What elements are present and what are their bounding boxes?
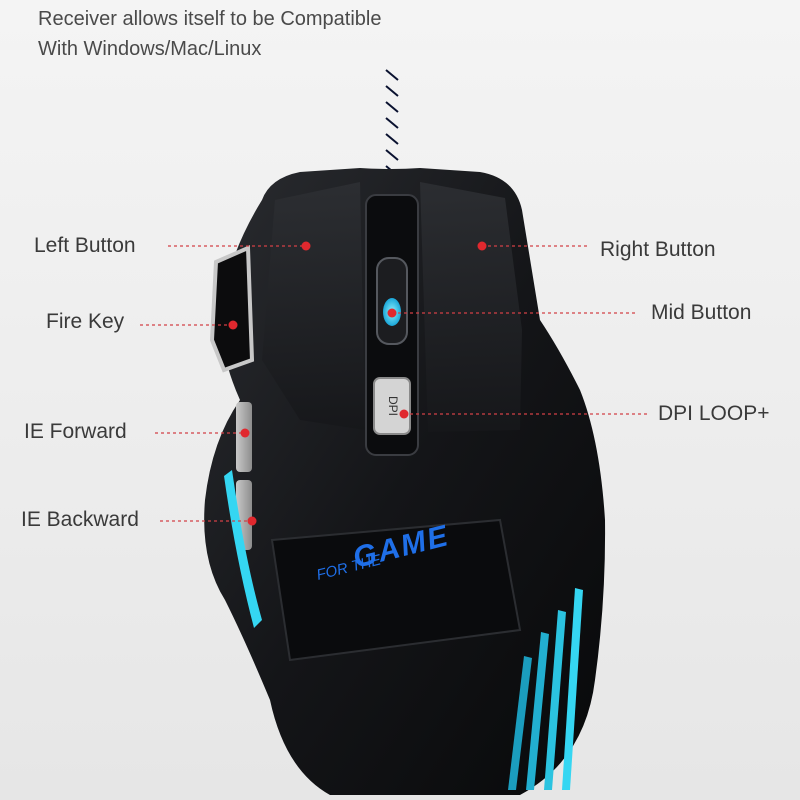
headline-line-1: Receiver allows itself to be Compatible	[38, 8, 382, 30]
fire-key-dot	[228, 320, 238, 330]
headline-line-2: With Windows/Mac/Linux	[38, 38, 262, 60]
left-button-label: Left Button	[34, 234, 136, 257]
dpi-button	[373, 377, 411, 435]
left-button-dot	[301, 241, 311, 251]
right-click-panel	[420, 182, 522, 432]
compatibility-headline: Receiver allows itself to be Compatible …	[38, 4, 382, 64]
cable-braid	[385, 69, 399, 177]
left-click-panel	[262, 182, 365, 430]
right-button-label: Right Button	[600, 238, 716, 261]
ie-forward-dot	[240, 428, 250, 438]
ie-forward-label: IE Forward	[24, 420, 127, 443]
dpi-button-text: DPI	[386, 396, 400, 416]
fire-key-label: Fire Key	[46, 310, 125, 333]
right-button-dot	[477, 241, 487, 251]
ie-backward-label: IE Backward	[21, 508, 139, 531]
ie-backward-dot	[247, 516, 257, 526]
mid-button-dot	[387, 308, 397, 318]
mid-button-label: Mid Button	[651, 301, 752, 324]
right-led-vents	[508, 588, 583, 790]
dpi-loop-dot	[399, 409, 409, 419]
side-grip-plate	[209, 244, 255, 373]
dpi-loop-label: DPI LOOP+	[658, 402, 770, 425]
callout-leaders	[140, 245, 648, 522]
callout-dots	[228, 241, 487, 526]
left-led-strip	[224, 470, 262, 628]
logo-plate	[270, 518, 522, 662]
